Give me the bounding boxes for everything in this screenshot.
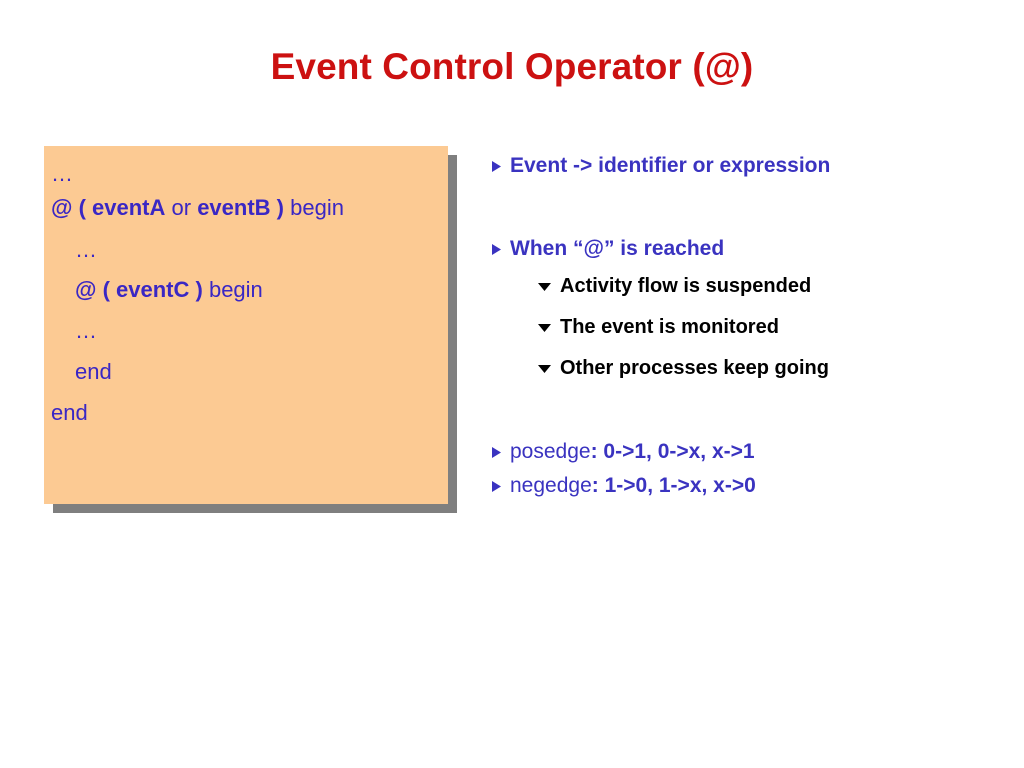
code-token-end-inner: end <box>75 359 112 384</box>
triangle-down-icon <box>538 272 560 291</box>
bullet-label: Event -> identifier or expression <box>510 154 831 177</box>
code-ellipsis: … <box>75 318 97 343</box>
code-line-0: … <box>51 160 73 188</box>
bullet-item-event-identifier: Event -> identifier or expression <box>492 152 830 180</box>
code-box-surface: … @ ( eventA or eventB ) begin … @ ( eve… <box>44 146 448 504</box>
sub-bullet-item-other-processes: Other processes keep going <box>538 354 829 382</box>
code-token-at-open: @ ( <box>51 195 86 220</box>
code-token-or: or <box>171 195 192 220</box>
sub-bullet-label: The event is monitored <box>560 316 779 338</box>
bullet-item-when-at-reached: When “@” is reached <box>492 235 724 263</box>
code-line-3: @ ( eventC ) begin <box>75 276 263 304</box>
code-token-end-outer: end <box>51 400 88 425</box>
sub-bullet-item-activity-flow: Activity flow is suspended <box>538 272 811 300</box>
code-line-6: end <box>51 399 88 427</box>
code-line-2: … <box>75 236 97 264</box>
code-token-eventA: eventA <box>92 195 166 220</box>
code-line-5: end <box>75 358 112 386</box>
code-token-begin: begin <box>290 195 344 220</box>
sub-bullet-item-event-monitored: The event is monitored <box>538 313 779 341</box>
triangle-right-icon <box>492 472 510 492</box>
page-title: Event Control Operator (@) <box>270 46 754 87</box>
code-token-at-open: @ ( <box>75 277 110 302</box>
code-token-eventB: eventB <box>197 195 271 220</box>
posedge-transitions: : 0->1, 0->x, x->1 <box>590 440 755 463</box>
negedge-keyword: negedge <box>510 474 592 497</box>
sub-bullet-label: Other processes keep going <box>560 357 829 379</box>
posedge-keyword: posedge <box>510 440 591 463</box>
code-token-eventC: eventC <box>116 277 190 302</box>
code-token-close-paren: ) <box>276 195 284 220</box>
bullet-label: When “@” is reached <box>510 237 725 260</box>
triangle-down-icon <box>538 313 560 332</box>
sub-bullet-label: Activity flow is suspended <box>560 275 812 297</box>
triangle-down-icon <box>538 354 560 373</box>
triangle-right-icon <box>492 438 510 458</box>
bullet-item-posedge: posedge: 0->1, 0->x, x->1 <box>492 438 755 466</box>
code-ellipsis: … <box>75 237 97 262</box>
code-token-close-paren: ) <box>195 277 203 302</box>
negedge-transitions: : 1->0, 1->x, x->0 <box>591 474 756 497</box>
triangle-right-icon <box>492 235 510 255</box>
triangle-right-icon <box>492 152 510 172</box>
bullet-item-negedge: negedge: 1->0, 1->x, x->0 <box>492 472 756 500</box>
bullet-label-group: posedge: 0->1, 0->x, x->1 <box>510 438 755 466</box>
code-token-begin: begin <box>208 277 263 302</box>
code-line-1: @ ( eventA or eventB ) begin <box>51 194 344 222</box>
code-line-4: … <box>75 317 97 345</box>
code-ellipsis: … <box>51 161 73 186</box>
bullet-label-group: negedge: 1->0, 1->x, x->0 <box>510 472 756 500</box>
code-example-box: … @ ( eventA or eventB ) begin … @ ( eve… <box>44 146 457 513</box>
